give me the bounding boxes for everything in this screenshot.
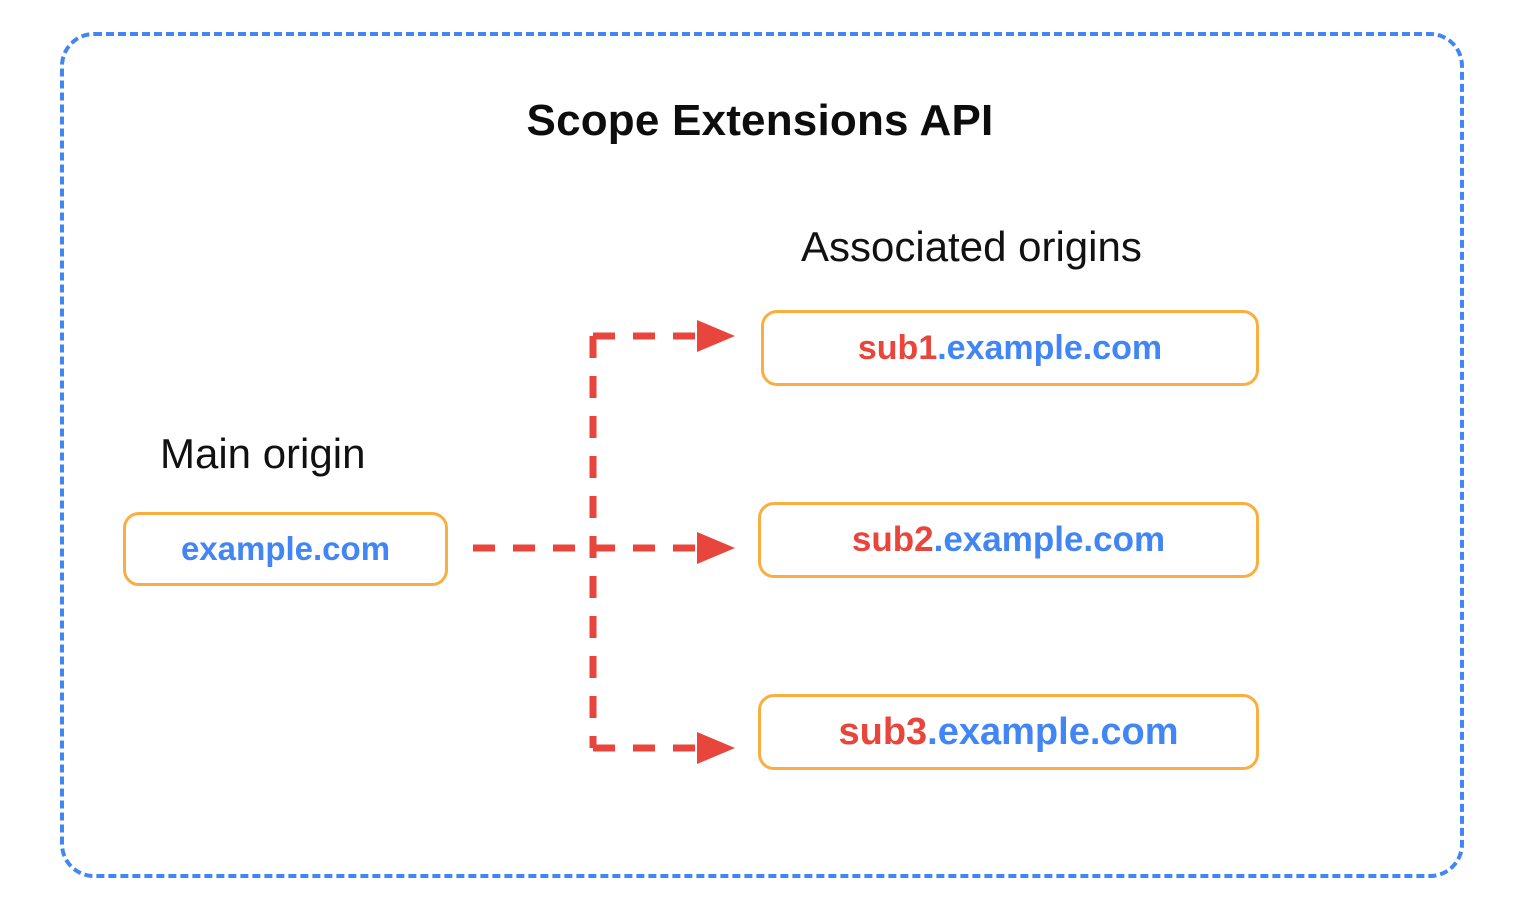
origin-box-sub2[interactable]: sub2.example.com <box>758 502 1259 578</box>
origin-domain-text: .example.com <box>933 520 1166 559</box>
origin-domain-text: example.com <box>180 530 391 567</box>
origin-subdomain-text: sub1 <box>857 328 938 367</box>
origin-subdomain-text: sub3 <box>838 710 928 753</box>
origin-box-sub3[interactable]: sub3.example.com <box>758 694 1259 770</box>
origin-domain-text: .example.com <box>937 328 1163 367</box>
scope-extensions-frame <box>60 32 1464 878</box>
origin-subdomain-text: sub2 <box>851 520 934 559</box>
page-title: Scope Extensions API <box>526 96 994 145</box>
origin-box-sub1[interactable]: sub1.example.com <box>761 310 1259 386</box>
origin-domain-text: .example.com <box>927 710 1179 753</box>
origin-box-main[interactable]: example.com <box>123 512 448 586</box>
associated-origins-label: Associated origins <box>801 223 1142 270</box>
main-origin-label: Main origin <box>160 430 366 477</box>
